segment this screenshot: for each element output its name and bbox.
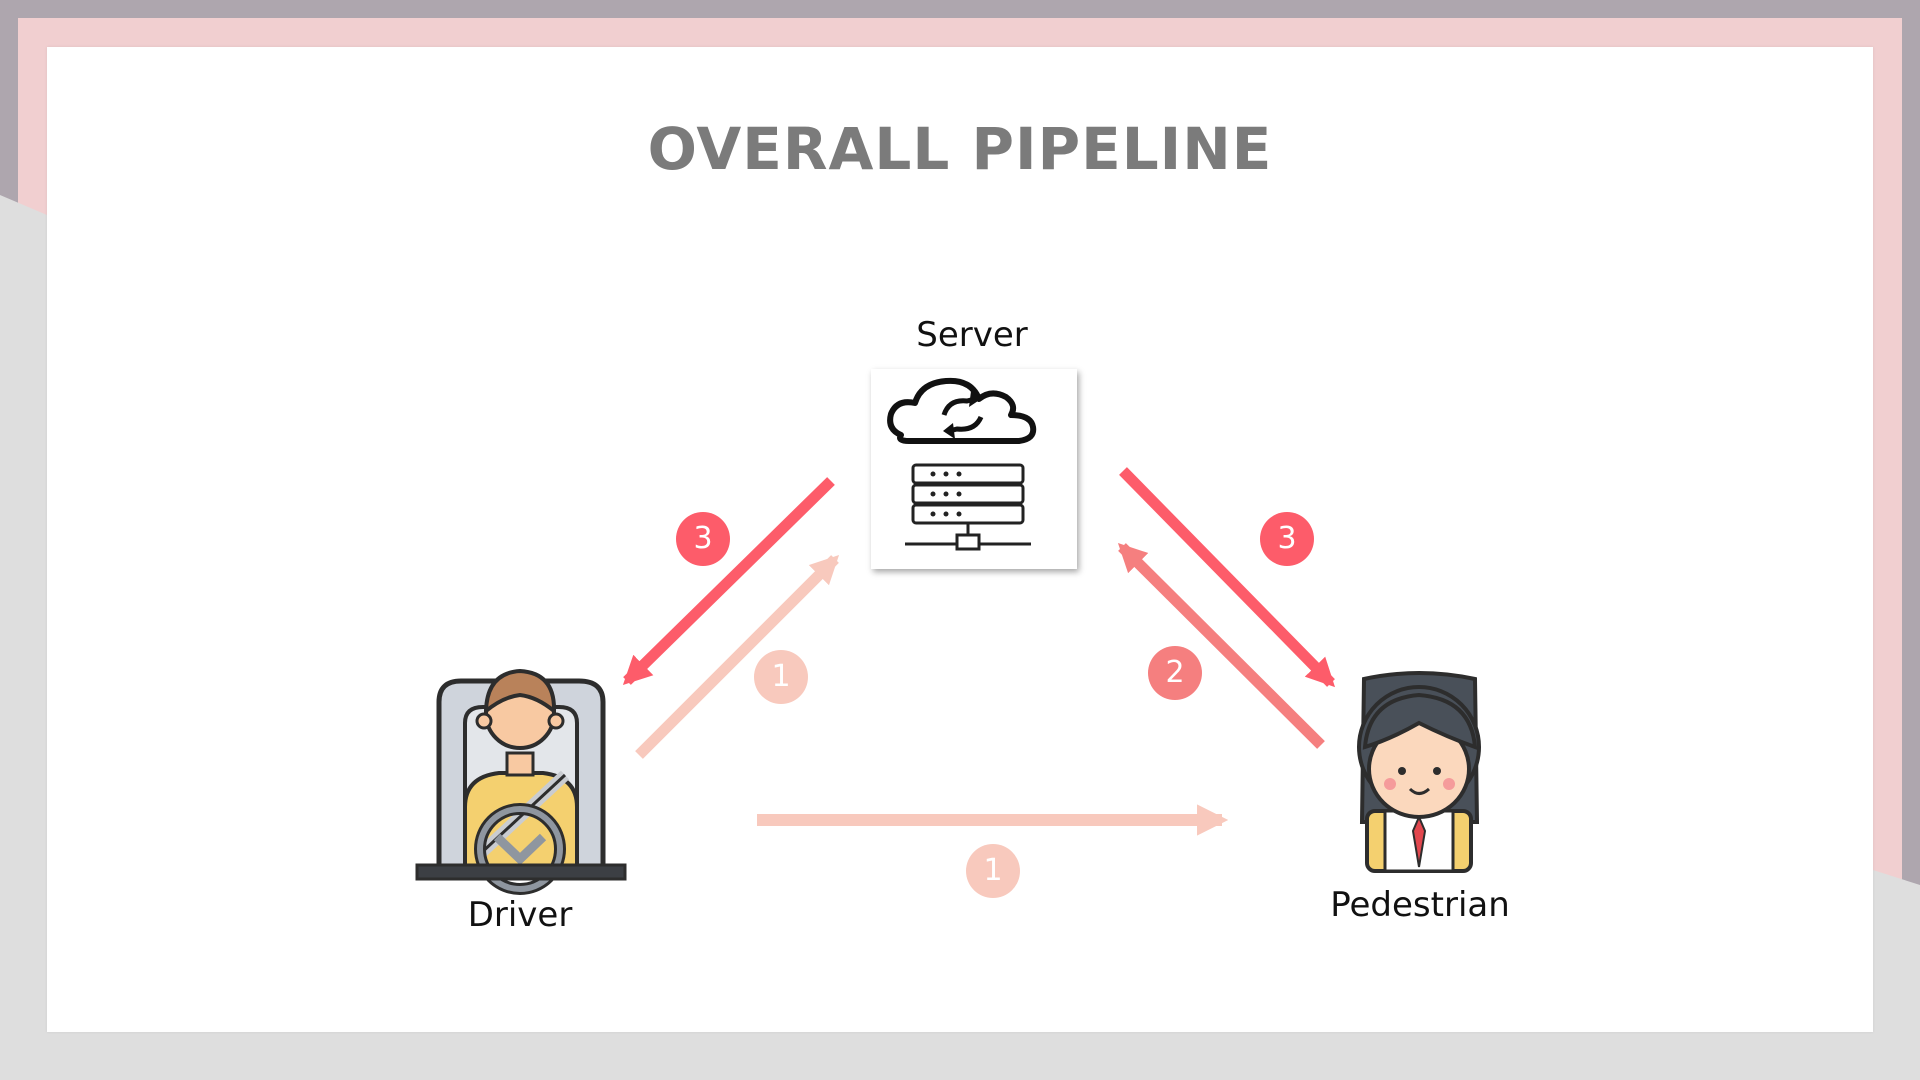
pipeline-diagram [415, 467, 1481, 895]
driver-label: Driver [467, 895, 573, 935]
pedestrian-label: Pedestrian [1330, 885, 1510, 925]
pedestrian-icon [1357, 671, 1481, 873]
step-badge-2-upload: 2 [1148, 646, 1202, 700]
server-rack-icon [905, 463, 1031, 551]
arrow-step2-pedestrian-to-server [1117, 542, 1325, 749]
slide-canvas: OVERALL PIPELINE [47, 47, 1873, 1032]
arrow-step1-driver-to-server [635, 554, 840, 759]
step-badge-3-driver: 3 [676, 512, 730, 566]
driver-icon [415, 668, 627, 895]
cloud-sync-icon [887, 377, 1037, 444]
step-badge-1-direct: 1 [966, 844, 1020, 898]
arrow-step3-server-to-pedestrian [1119, 467, 1336, 688]
server-label: Server [916, 315, 1028, 355]
server-node [871, 369, 1077, 569]
step-badge-1-upload: 1 [754, 650, 808, 704]
arrow-step3-server-to-driver [622, 477, 835, 686]
step-badge-3-pedestrian: 3 [1260, 512, 1314, 566]
slide-title: OVERALL PIPELINE [647, 115, 1273, 183]
